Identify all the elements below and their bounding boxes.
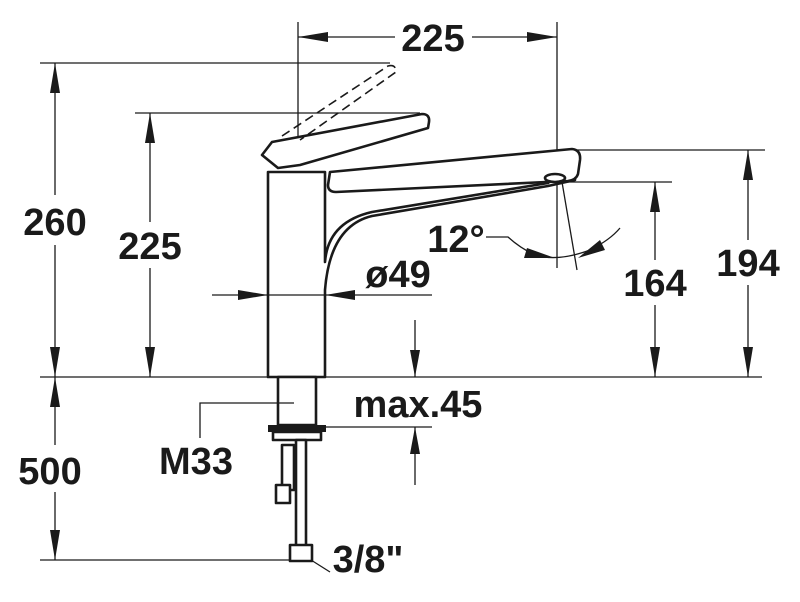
dim-label-500: 500 bbox=[18, 451, 81, 493]
dim-total-height: 260 bbox=[23, 63, 87, 377]
dim-label-225-top: 225 bbox=[401, 18, 464, 60]
dim-counter-thickness: max.45 bbox=[354, 320, 483, 485]
under-counter-assembly bbox=[268, 375, 326, 563]
dim-spout-angle: 12° bbox=[427, 181, 621, 271]
dim-hose-length: 500 bbox=[18, 377, 82, 560]
dim-label-m33: M33 bbox=[159, 441, 233, 483]
extension-lines bbox=[40, 22, 765, 561]
dim-spout-reach: 225 bbox=[298, 18, 557, 60]
spout bbox=[326, 147, 582, 194]
dim-outlet-height: 164 bbox=[623, 182, 687, 377]
dim-label-194: 194 bbox=[716, 243, 779, 285]
lever-handle bbox=[260, 112, 431, 170]
dim-label-164: 164 bbox=[623, 263, 686, 305]
dim-label-connection: 3/8" bbox=[333, 539, 404, 581]
label-thread: M33 bbox=[159, 402, 294, 483]
dim-handle-height: 225 bbox=[118, 113, 182, 377]
label-connection: 3/8" bbox=[310, 539, 404, 581]
dim-label-diameter: ø49 bbox=[365, 254, 430, 296]
dim-spout-top-height: 194 bbox=[716, 150, 780, 377]
dim-label-max45: max.45 bbox=[354, 384, 483, 426]
faucet-body bbox=[260, 64, 582, 379]
dim-label-angle: 12° bbox=[427, 219, 484, 261]
dim-label-260: 260 bbox=[23, 202, 86, 244]
dim-label-225-left: 225 bbox=[118, 226, 181, 268]
lever-open-position bbox=[281, 64, 397, 141]
dim-body-diameter: ø49 bbox=[212, 254, 432, 300]
aerator bbox=[543, 172, 567, 184]
